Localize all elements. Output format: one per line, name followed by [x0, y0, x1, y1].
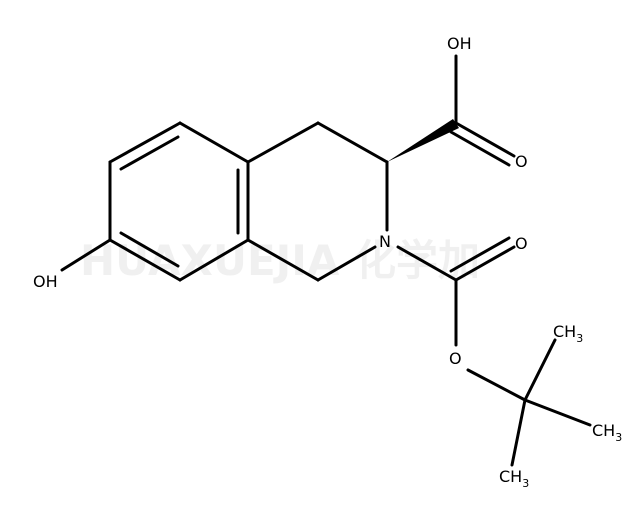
bond-cooh-o-double-a: [454, 121, 516, 158]
bond-tbu-ch3-top: [523, 338, 557, 402]
carboxyl-oh-label: OH: [447, 34, 472, 53]
bond-c7-oh: [60, 238, 112, 272]
bond-c1-c8a: [246, 238, 320, 282]
stereo-wedge-bond: [387, 119, 459, 162]
carbamate-o-label: O: [515, 234, 528, 253]
methyl-right-label: CH3: [592, 421, 622, 444]
bond-n-c1: [316, 245, 377, 282]
benzene-ring: [108, 121, 250, 282]
bond-ring-topleft-inner: [119, 135, 180, 171]
bond-n-carbonyl: [396, 245, 458, 282]
bond-c4-c4a: [246, 121, 320, 164]
bond-ring-bottomleft: [108, 238, 182, 282]
phenol-oh-label: OH: [33, 272, 58, 291]
ester-o-label: O: [449, 349, 462, 368]
bond-c4-c3: [316, 121, 389, 164]
bond-ester-o-tbu: [466, 368, 527, 402]
bond-ring-topleft: [108, 121, 182, 164]
bond-tbu-ch3-bottom: [510, 398, 527, 467]
carboxyl-o-label: O: [515, 152, 528, 171]
methyl-top-label: CH3: [553, 322, 583, 345]
bond-tbu-ch3-right: [523, 398, 592, 427]
bond-carbonyl-o-double-a: [454, 245, 516, 282]
piperidine-ring: [246, 121, 389, 282]
bond-ring-top: [178, 121, 250, 164]
bond-ring-bottom: [178, 238, 250, 282]
ring-n-label: N: [379, 232, 391, 251]
methyl-bottom-label: CH3: [499, 467, 529, 490]
bond-carbonyl-o-double-b: [449, 236, 511, 273]
bond-cooh-o-double-b: [449, 130, 511, 167]
bond-ring-bottomleft-inner: [119, 231, 180, 268]
